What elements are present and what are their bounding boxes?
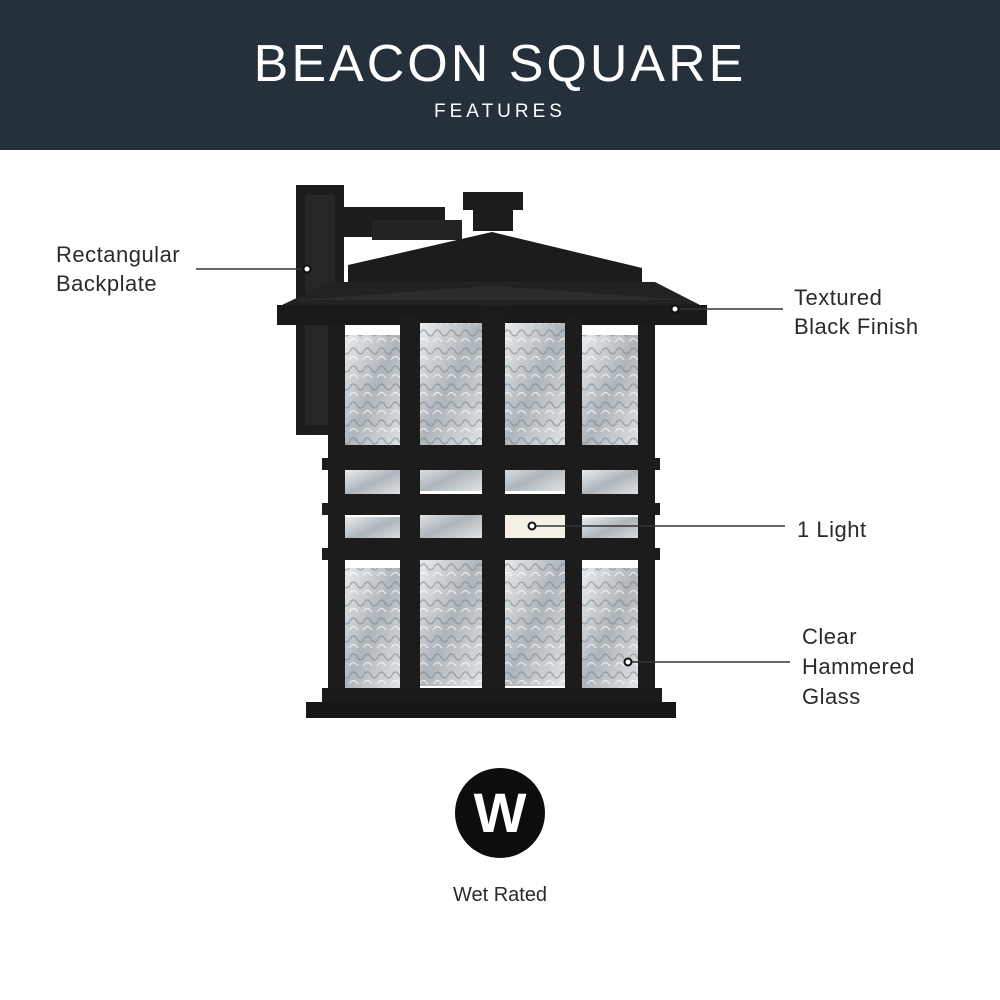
mounting-arm <box>340 207 462 240</box>
wet-rated-caption: Wet Rated <box>452 884 548 906</box>
finish-callout-dot <box>670 304 680 314</box>
callout-glass-label: Clear Hammered Glass <box>802 624 915 709</box>
callout-light-label: 1 Light <box>797 517 867 542</box>
callout-finish-label: Textured Black Finish <box>794 285 919 339</box>
glass-callout-dot <box>623 657 633 667</box>
callout-lines <box>196 268 790 663</box>
finial <box>463 192 523 231</box>
callout-backplate-label: Rectangular Backplate <box>56 242 181 296</box>
light-callout-dot <box>527 521 537 531</box>
header-banner: BEACON SQUARE FEATURES <box>0 0 1000 150</box>
wet-rated-icon: W <box>455 768 545 858</box>
callout-dots <box>302 264 680 667</box>
lantern-frame <box>322 305 660 695</box>
lower-glass-panes <box>345 558 638 688</box>
backplate-callout-dot <box>302 264 312 274</box>
lantern-base <box>306 688 676 718</box>
features-subtitle: FEATURES <box>434 101 566 122</box>
upper-glass-panes <box>345 323 638 450</box>
roof <box>277 232 707 325</box>
product-title: BEACON SQUARE <box>253 35 747 93</box>
